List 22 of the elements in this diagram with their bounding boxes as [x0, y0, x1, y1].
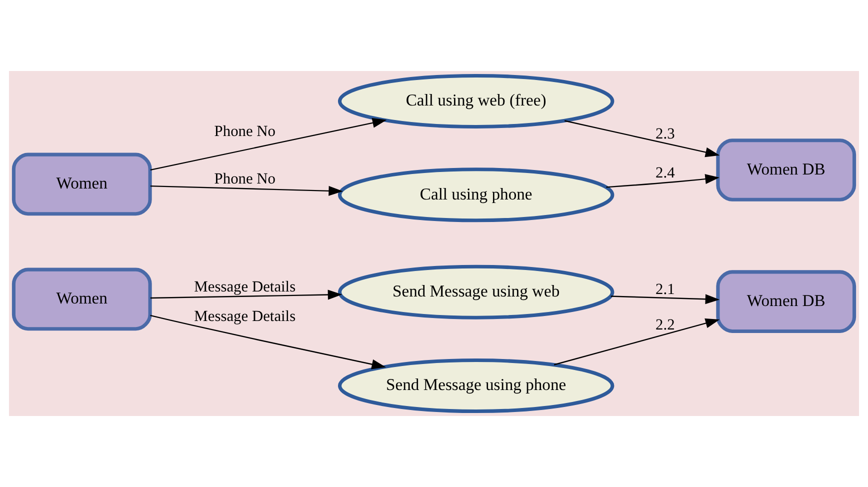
node-ellipse: Call using phone — [338, 168, 614, 222]
edge-label: Message Details — [194, 308, 296, 326]
edge-label: Message Details — [194, 278, 296, 296]
node-box: Women — [12, 268, 152, 331]
node-box: Women — [12, 152, 152, 216]
node-ellipse: Send Message using web — [338, 264, 614, 320]
arrow — [150, 290, 342, 300]
edge-label: Phone No — [214, 170, 276, 188]
arrow — [150, 118, 387, 171]
arrow — [606, 174, 720, 188]
edge-label: 2.2 — [656, 316, 675, 334]
arrow — [554, 318, 720, 366]
arrow — [564, 120, 720, 158]
arrow — [610, 294, 720, 304]
node-box: Women DB — [716, 270, 856, 333]
edge-label: 2.4 — [656, 164, 675, 182]
node-box: Women DB — [716, 138, 856, 202]
edge-label: 2.3 — [656, 125, 675, 142]
edge-label: 2.1 — [656, 280, 675, 298]
arrow — [150, 314, 386, 370]
edge-label: Phone No — [214, 123, 276, 140]
arrow — [150, 185, 343, 196]
